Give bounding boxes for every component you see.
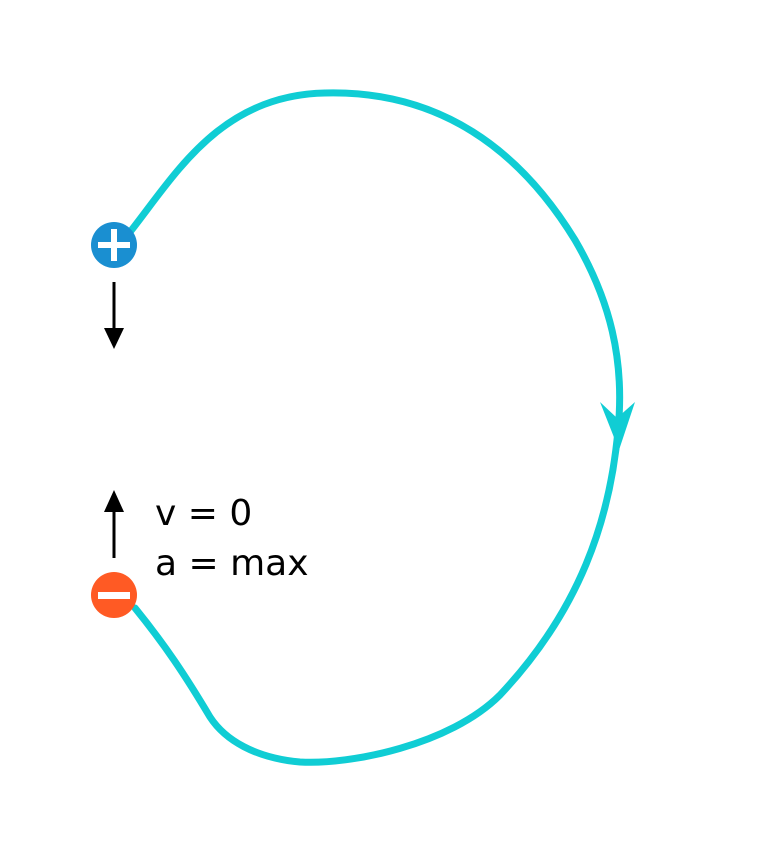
acceleration-label: a = max	[155, 543, 309, 584]
down-arrow-icon	[104, 282, 124, 349]
field-direction-arrowhead	[600, 402, 635, 450]
negative-charge-icon	[91, 572, 137, 618]
positive-charge-icon	[91, 222, 137, 268]
field-line	[126, 89, 624, 766]
up-arrow-icon	[104, 490, 124, 558]
velocity-label: v = 0	[155, 493, 252, 534]
